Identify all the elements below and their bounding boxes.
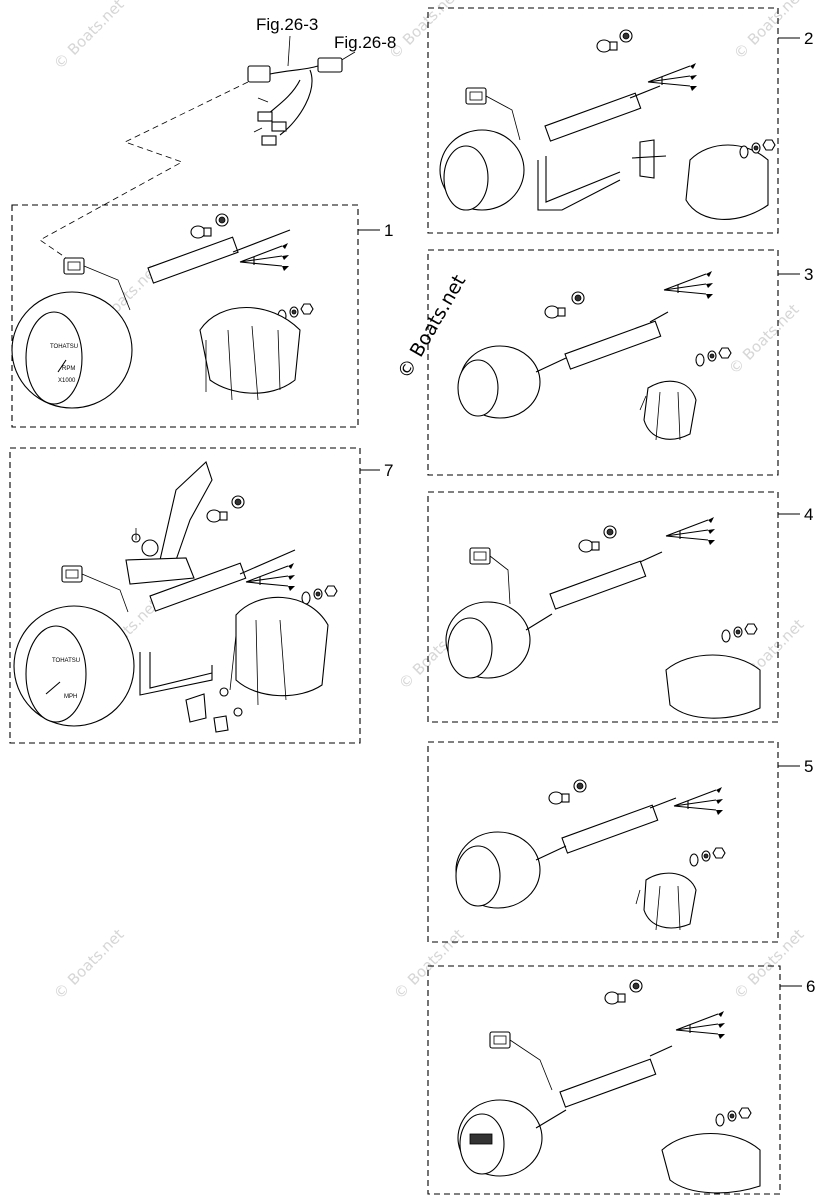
tach-x1000: X1000: [58, 378, 76, 384]
callout-5: 5: [804, 757, 813, 776]
speedo-brand: TOHATSU: [52, 658, 80, 664]
center-watermark: © Boats.net: [393, 271, 470, 382]
watermark-tile: © Boats.net: [725, 300, 803, 378]
group-1-tachometer: 1 TOHATSU RPM X1000: [11, 204, 393, 428]
watermark-tile: © Boats.net: [730, 0, 808, 63]
gauge-5-face: [455, 845, 501, 907]
watermark-tile: © Boats.net: [50, 0, 128, 73]
harness-connector-right: [317, 57, 343, 73]
mount-6: [661, 1133, 761, 1194]
group-5-gauge: 5: [427, 741, 813, 943]
mount-5: [643, 872, 697, 929]
harness-connector-left: [247, 65, 271, 83]
callout-1: 1: [384, 221, 393, 240]
watermark-tile: © Boats.net: [50, 925, 128, 1003]
tach-rpm: RPM: [62, 366, 75, 372]
group-6-gauge: 6: [427, 965, 815, 1195]
group-7-speedometer: 7 TOHATSU MPH: [9, 447, 393, 744]
mounting-bracket-1: [199, 306, 301, 394]
leader-harness-to-gauge-1: [39, 81, 249, 263]
watermark-tile: © Boats.net: [730, 925, 808, 1003]
callout-3: 3: [804, 265, 813, 284]
tach-brand: TOHATSU: [50, 344, 78, 350]
speedo-mph: MPH: [64, 694, 77, 700]
gauge-2-face: [443, 145, 489, 211]
speedometer-face: [25, 625, 87, 723]
group-4-gauge: 4: [427, 491, 813, 723]
callout-4: 4: [804, 505, 813, 524]
tachometer-face: [25, 311, 83, 405]
callout-6: 6: [806, 977, 815, 996]
callout-2: 2: [804, 29, 813, 48]
group-3-gauge: 3: [427, 249, 813, 476]
gauge-4-face: [447, 617, 493, 679]
wire-harness: Fig.26-3 Fig.26-8: [247, 15, 396, 146]
mount-3: [643, 380, 697, 440]
mount-4: [665, 654, 761, 719]
gauge-3-face: [457, 359, 499, 417]
fig-26-3-ref: Fig.26-3: [256, 15, 318, 34]
mount-2: [685, 144, 769, 220]
group-2-gauge: 2: [427, 7, 813, 234]
callout-7: 7: [384, 461, 393, 480]
pitot-pickup: [159, 461, 213, 561]
watermark-tile: © Boats.net: [390, 925, 468, 1003]
fig-26-8-ref: Fig.26-8: [334, 33, 396, 52]
watermark-tile: © Boats.net: [385, 0, 463, 63]
watermark-tiles: © Boats.net © Boats.net © Boats.net © Bo…: [50, 0, 808, 1003]
